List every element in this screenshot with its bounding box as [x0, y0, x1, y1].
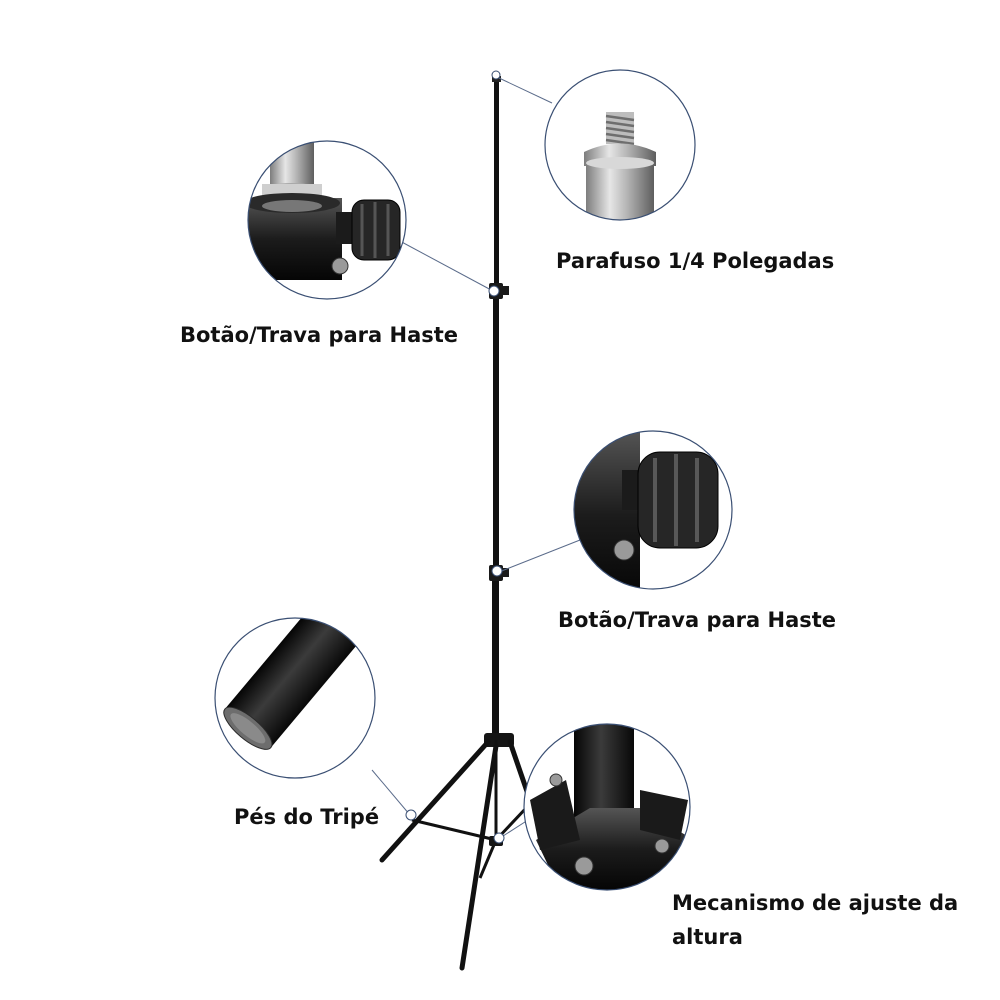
callout-lock-top — [247, 140, 407, 300]
label-height-adjust: Mecanismo de ajuste da altura — [672, 891, 959, 949]
callout-screw — [544, 69, 696, 221]
screw-thread-icon — [584, 112, 656, 220]
anchor-dots — [405, 70, 505, 844]
callout-feet — [214, 617, 376, 779]
stand-lower-section — [492, 578, 499, 740]
label-feet: Pés do Tripé — [234, 805, 380, 829]
callout-lock-mid — [573, 430, 733, 590]
tripod-legs — [379, 739, 545, 971]
label-screw: Parafuso 1/4 Polegadas — [556, 249, 835, 273]
light-stand — [379, 76, 545, 971]
leg-hub — [484, 733, 514, 747]
height-hub-icon — [530, 724, 690, 890]
stand-top-section — [494, 78, 499, 290]
label-lock-mid: Botão/Trava para Haste — [558, 608, 837, 632]
callout-height — [523, 723, 691, 891]
label-lock-top: Botão/Trava para Haste — [180, 323, 459, 347]
lock-knob-icon — [248, 141, 401, 280]
stand-middle-section — [493, 298, 499, 570]
leader-lines — [371, 77, 581, 839]
